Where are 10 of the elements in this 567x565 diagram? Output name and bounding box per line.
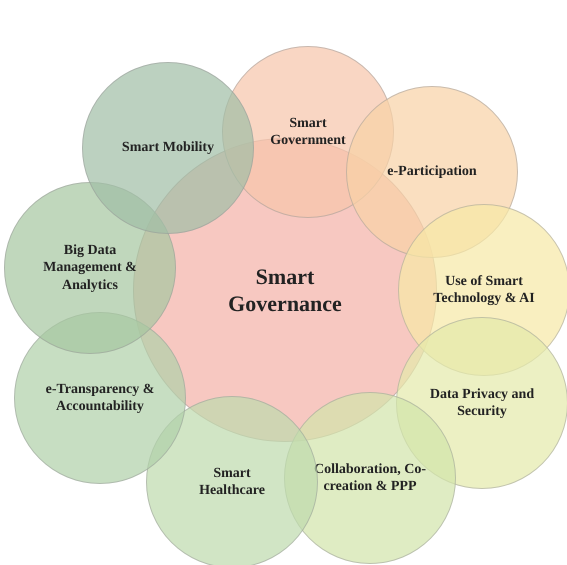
circle-label: Use of Smart Technology & AI bbox=[432, 272, 536, 308]
circle-label: Smart Healthcare bbox=[198, 464, 266, 500]
center-title: Smart Governance bbox=[227, 262, 343, 318]
circle-label: Data Privacy and Security bbox=[428, 386, 536, 420]
circle-label: e-Transparency & Accountability bbox=[45, 380, 155, 416]
circle-label: Collaboration, Co-creation & PPP bbox=[313, 460, 427, 496]
circle-label: e-Participation bbox=[387, 163, 477, 181]
circle-label: Big Data Management & Analytics bbox=[42, 242, 138, 294]
circle-label: Smart Mobility bbox=[122, 139, 214, 157]
circle-label: Smart Government bbox=[269, 114, 347, 150]
